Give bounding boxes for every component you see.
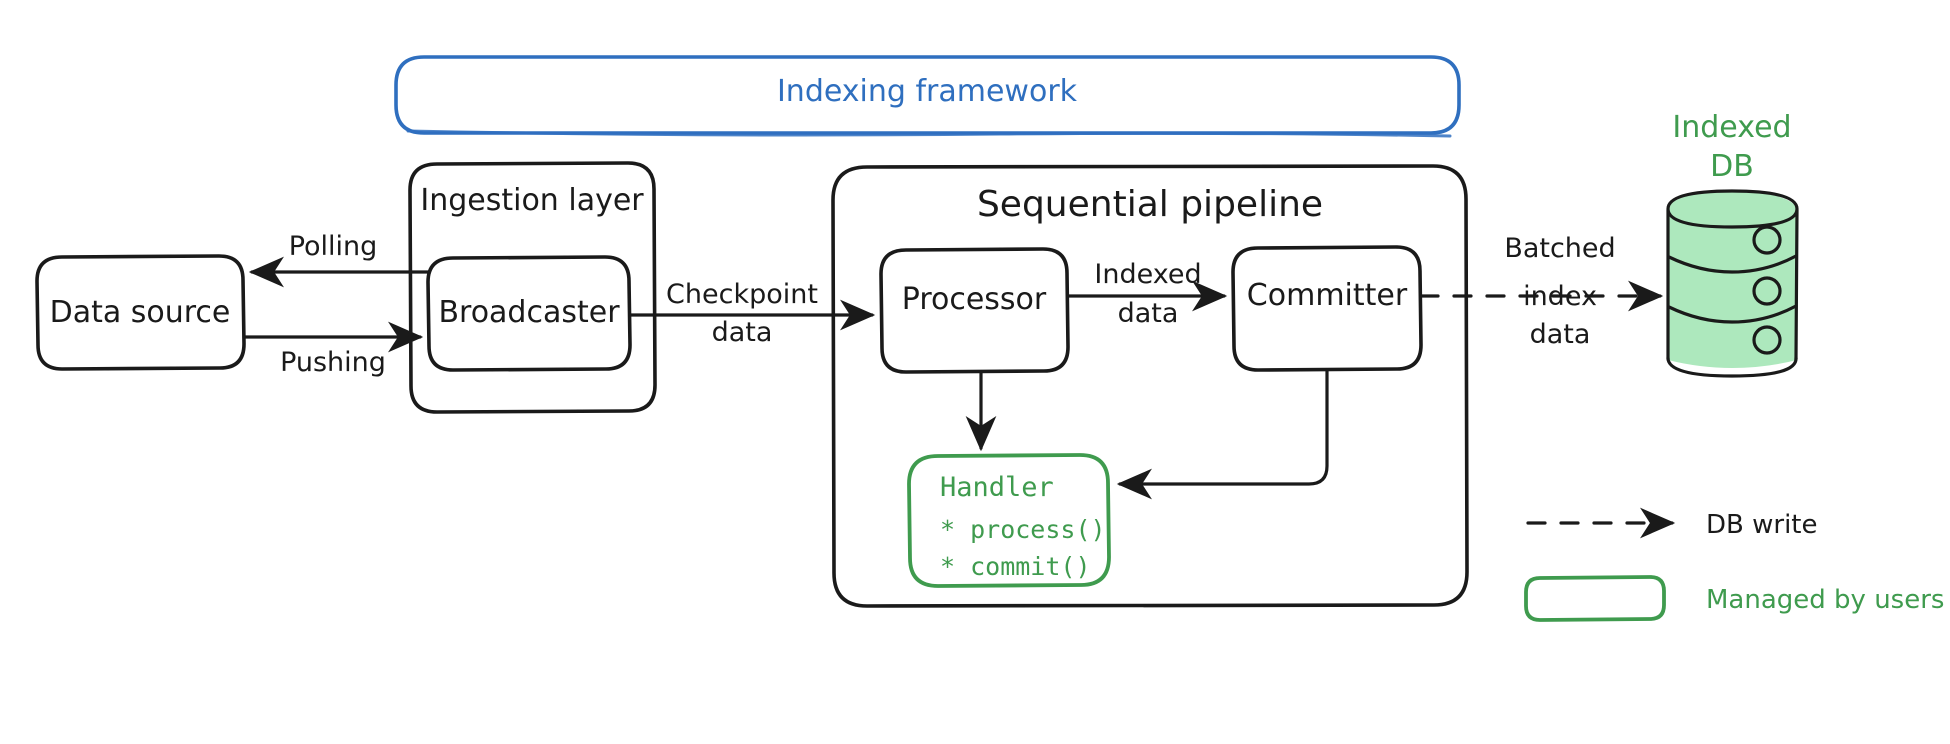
indexed-db-indicator-1 bbox=[1752, 225, 1782, 255]
framework-title: Indexing framework bbox=[777, 74, 1078, 109]
indexed-db-label-line1: Indexed bbox=[1672, 110, 1791, 145]
node-committer[interactable]: Committer bbox=[1231, 245, 1423, 372]
node-processor[interactable]: Processor bbox=[879, 247, 1070, 374]
batched-index-data-label-line3: data bbox=[1530, 319, 1591, 350]
indexed-db-indicator-3 bbox=[1752, 325, 1782, 355]
checkpoint-data-label-line2: data bbox=[712, 317, 773, 348]
indexed-db-right-wall bbox=[1794, 208, 1799, 361]
edge-pushing: Pushing bbox=[242, 321, 424, 378]
node-broadcaster[interactable]: Broadcaster bbox=[426, 255, 632, 372]
node-data-source[interactable]: Data source bbox=[35, 254, 246, 371]
broadcaster-label: Broadcaster bbox=[438, 295, 620, 330]
handler-box[interactable] bbox=[907, 453, 1111, 588]
legend-item-managed-by-users: Managed by users bbox=[1524, 575, 1944, 622]
legend-managed-by-users-label: Managed by users bbox=[1706, 585, 1944, 615]
data-source-box[interactable] bbox=[35, 254, 246, 371]
indexed-data-label-line1: Indexed bbox=[1094, 259, 1201, 290]
indexed-db-label-line2: DB bbox=[1710, 149, 1754, 184]
edge-polling: Polling bbox=[248, 231, 430, 288]
node-handler[interactable]: Handler * process() * commit() bbox=[907, 453, 1111, 588]
legend-db-write-label: DB write bbox=[1706, 510, 1818, 540]
legend-item-db-write: DB write bbox=[1526, 507, 1818, 540]
broadcaster-box[interactable] bbox=[426, 255, 632, 372]
handler-method-process: * process() bbox=[940, 515, 1106, 544]
edge-batched-index-data: Batched index data bbox=[1419, 233, 1664, 350]
processor-box[interactable] bbox=[879, 247, 1070, 374]
indexed-db-band-divider-2 bbox=[1667, 304, 1798, 324]
framework-frame-sketch-underline bbox=[406, 129, 1452, 138]
edge-checkpoint-data: Checkpoint data bbox=[628, 279, 876, 348]
committer-box[interactable] bbox=[1231, 245, 1423, 372]
framework-frame-outline bbox=[394, 55, 1461, 135]
handler-title: Handler bbox=[940, 472, 1054, 503]
batched-index-data-label-line1: Batched bbox=[1504, 233, 1615, 264]
edge-committer-to-handler bbox=[1116, 368, 1329, 500]
sequential-pipeline-title: Sequential pipeline bbox=[977, 184, 1323, 225]
batched-index-data-label-line2: index bbox=[1523, 281, 1597, 312]
committer-label: Committer bbox=[1247, 278, 1408, 313]
indexed-data-label-line2: data bbox=[1118, 298, 1179, 329]
indexed-db-bottom-arc bbox=[1666, 356, 1798, 378]
indexed-db-indicator-2 bbox=[1752, 276, 1782, 306]
ingestion-layer-title: Ingestion layer bbox=[420, 183, 644, 218]
legend: DB write Managed by users bbox=[1524, 507, 1944, 622]
processor-label: Processor bbox=[902, 282, 1047, 317]
handler-method-commit: * commit() bbox=[940, 552, 1091, 581]
committer-handler-arrow bbox=[1116, 368, 1329, 500]
indexing-framework-frame: Indexing framework bbox=[394, 55, 1461, 138]
indexed-db-top-ellipse bbox=[1666, 189, 1799, 229]
indexed-db-top-fill bbox=[1668, 191, 1796, 227]
polling-label: Polling bbox=[289, 231, 378, 262]
legend-green-box-icon bbox=[1524, 575, 1666, 622]
data-source-label: Data source bbox=[50, 295, 231, 330]
indexed-db-band-divider-1 bbox=[1667, 254, 1798, 274]
pushing-label: Pushing bbox=[280, 347, 386, 378]
node-indexed-db[interactable]: Indexed DB bbox=[1666, 110, 1799, 378]
checkpoint-data-label-line1: Checkpoint bbox=[666, 279, 818, 310]
edge-indexed-data: Indexed data bbox=[1066, 259, 1228, 329]
